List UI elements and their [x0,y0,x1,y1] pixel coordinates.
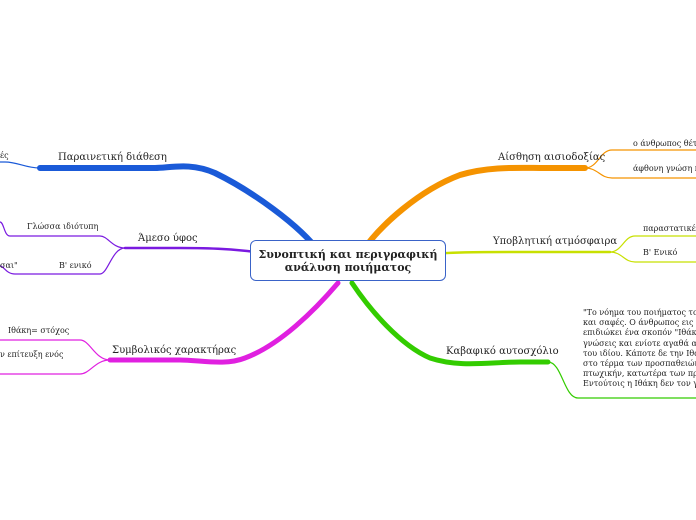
branch-ypovlitiki [418,250,612,257]
sub-branch-symvoliko-0 [0,339,111,361]
quote-line: "Το νόημα του ποιήματος τούτ [583,308,696,317]
subtopic-ameso-0[interactable]: Γλώσσα ιδιότυπη [27,222,99,231]
branch-aisthisi [359,164,588,255]
sub-branch-aisthisi-0 [584,149,696,169]
sub-branch-aisthisi-1 [584,167,696,179]
quote-line: Εντούτοις η Ιθάκη δεν τον γέλα [583,379,696,389]
topic-ypovlitiki-atmosfaira[interactable]: Υποβλητική ατμόσφαιρα [493,236,618,247]
sub-branch-ameso-0b [0,221,11,237]
sub-branch-ypovlitiki-1 [609,251,696,263]
central-topic-line1: Συνοπτική και περιγραφική [258,247,438,261]
subtopic-parainetiki-0[interactable]: ές [0,151,9,160]
topic-symvolikos-charaktiras[interactable]: Συμβολικός χαρακτήρας [112,345,237,356]
topic-kavafiko-aftoscholio[interactable]: Καβαφικό αυτοσχόλιο [446,346,559,357]
quote-line: στο τέρμα των προσπαθειών το [583,359,696,369]
quote-line: γνώσεις και ενίοτε αγαθά ανώτ [583,338,696,348]
sub-branch-ameso-1 [15,247,126,275]
subtopic-ameso-1[interactable]: Β' ενικό [59,261,92,270]
central-topic-line2: ανάλυση ποιήματος [284,260,412,274]
branch-parainetiki [37,163,323,256]
subtopic-ypovlitiki-1[interactable]: Β' Ενικό [643,248,678,257]
branch-symvoliko [107,280,341,365]
sub-branch-symvoliko-1 [0,359,111,375]
subtopic-aisthisi-0[interactable]: ο άνθρωπος θέτει [633,139,696,148]
subtopic-symvoliko-0[interactable]: Ιθάκη= στόχος [8,326,70,335]
sub-branch-kavafiko-0 [547,361,696,399]
kavafiko-quote-text[interactable]: "Το νόημα του ποιήματος τούτ και σαφές. … [583,308,696,390]
sub-branch-parainetiki-0 [0,161,41,169]
sub-branch-ameso-1b [0,265,16,275]
topic-parainetiki-diathesi[interactable]: Παραινετική διάθεση [58,152,167,163]
quote-line: και σαφές. Ο άνθρωπος εις την [583,318,696,328]
subtopic-symvoliko-1[interactable]: ν επίτευξη ενός [0,350,64,359]
quote-line: του ιδίου. Κάποτε δε την Ιθάκη [583,348,696,358]
subtopic-aisthisi-1[interactable]: άφθονη γνώση κ [633,164,696,173]
quote-line: επιδιώκει ένα σκοπόν "Ιθάκην" [583,328,696,338]
sub-branch-ypovlitiki-0 [609,235,696,253]
central-topic[interactable]: Συνοπτική και περιγραφική ανάλυση ποιήμα… [250,240,446,281]
sub-branch-ameso-0 [10,235,126,249]
subtopic-ypovlitiki-0[interactable]: παραστατικές ε [643,224,696,233]
topic-ameso-yfos[interactable]: Άμεσο ύφος [138,233,198,244]
branch-kavafiko [349,280,551,367]
quote-line: πτωχικήν, κατωτέρα των προσδ [583,369,696,379]
topic-aisthisi-aisiodoxias[interactable]: Αίσθηση αισιοδοξίας [498,152,606,163]
subtopic-ameso-2[interactable]: σαι" [0,261,18,270]
